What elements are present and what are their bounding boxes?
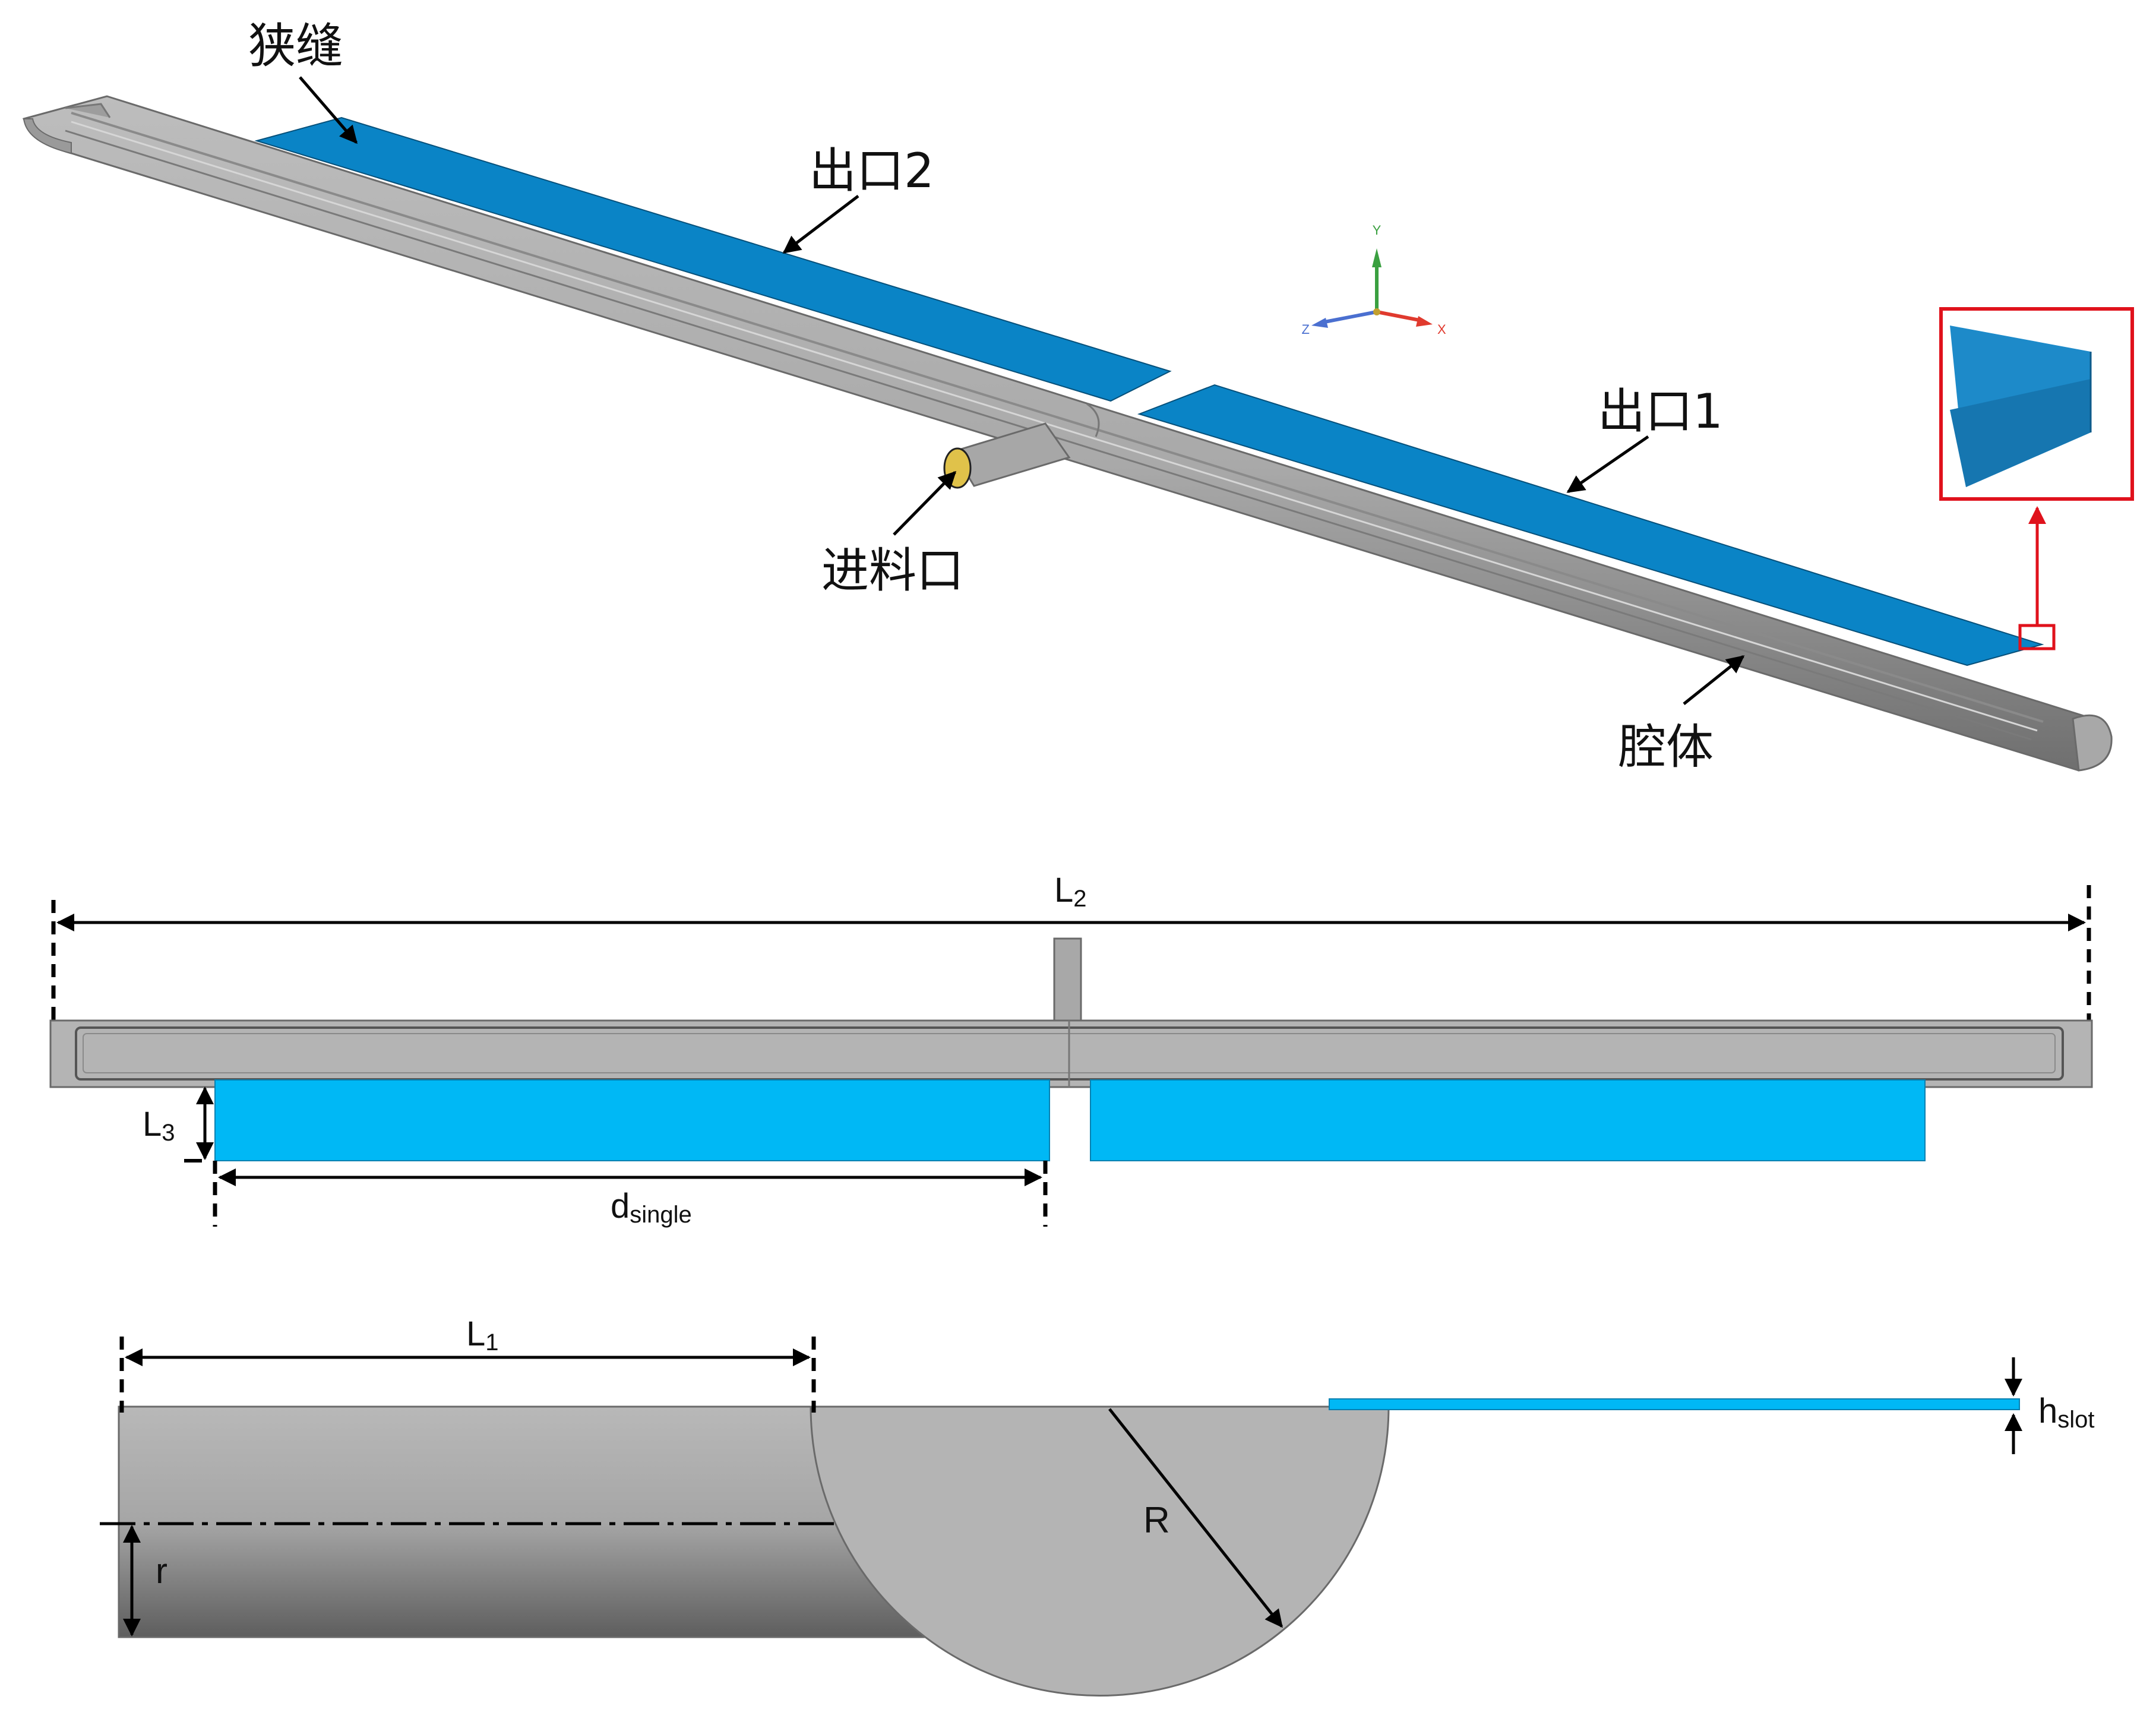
cavity-body [23, 95, 2113, 772]
side-view: L2 L3 dsingle [49, 871, 2093, 1228]
inlet-face [943, 447, 972, 489]
outlet1-arrow [1566, 435, 1649, 494]
label-dsingle: dsingle [611, 1187, 692, 1228]
axis-triad: Y Z X [1302, 223, 1446, 337]
label-L2: L2 [1054, 871, 1087, 912]
label-slit: 狭缝 [248, 18, 343, 74]
label-hslot: hslot [2038, 1392, 2095, 1433]
section-cavity-semicircle [810, 1405, 1390, 1697]
side-outlet1 [1090, 1079, 1926, 1161]
axis-z-label: Z [1302, 322, 1310, 337]
label-r: r [156, 1551, 167, 1591]
outlet2-plane [254, 116, 1172, 402]
section-inlet-cylinder [118, 1405, 951, 1638]
iso-view: Y Z X 狭缝 出口2 出口1 进料口 腔体 [23, 18, 2134, 775]
slit-arrow [299, 76, 358, 144]
inlet-arrow [893, 470, 957, 536]
section-view: L1 r R hslot [100, 1315, 2095, 1697]
axis-x-label: X [1437, 322, 1446, 337]
label-L1: L1 [466, 1315, 499, 1356]
cavity-arrow [1683, 655, 1745, 705]
side-cavity-bar [49, 1019, 2093, 1088]
label-R: R [1143, 1500, 1170, 1541]
side-outlet2 [214, 1079, 1050, 1161]
label-outlet1: 出口1 [1598, 384, 1723, 439]
side-inlet-stub [1053, 937, 1082, 1023]
R-dimension-line [1108, 1408, 1283, 1628]
axis-y-label: Y [1373, 223, 1382, 238]
section-slot-plate [1329, 1398, 2020, 1410]
label-L3: L3 [143, 1105, 175, 1146]
outlet2-arrow [782, 195, 859, 254]
label-outlet2: 出口2 [809, 143, 934, 198]
zoom-inset [1939, 307, 2134, 501]
label-cavity: 腔体 [1618, 719, 1714, 775]
label-inlet: 进料口 [821, 543, 964, 598]
outlet1-plane [1137, 384, 2044, 666]
